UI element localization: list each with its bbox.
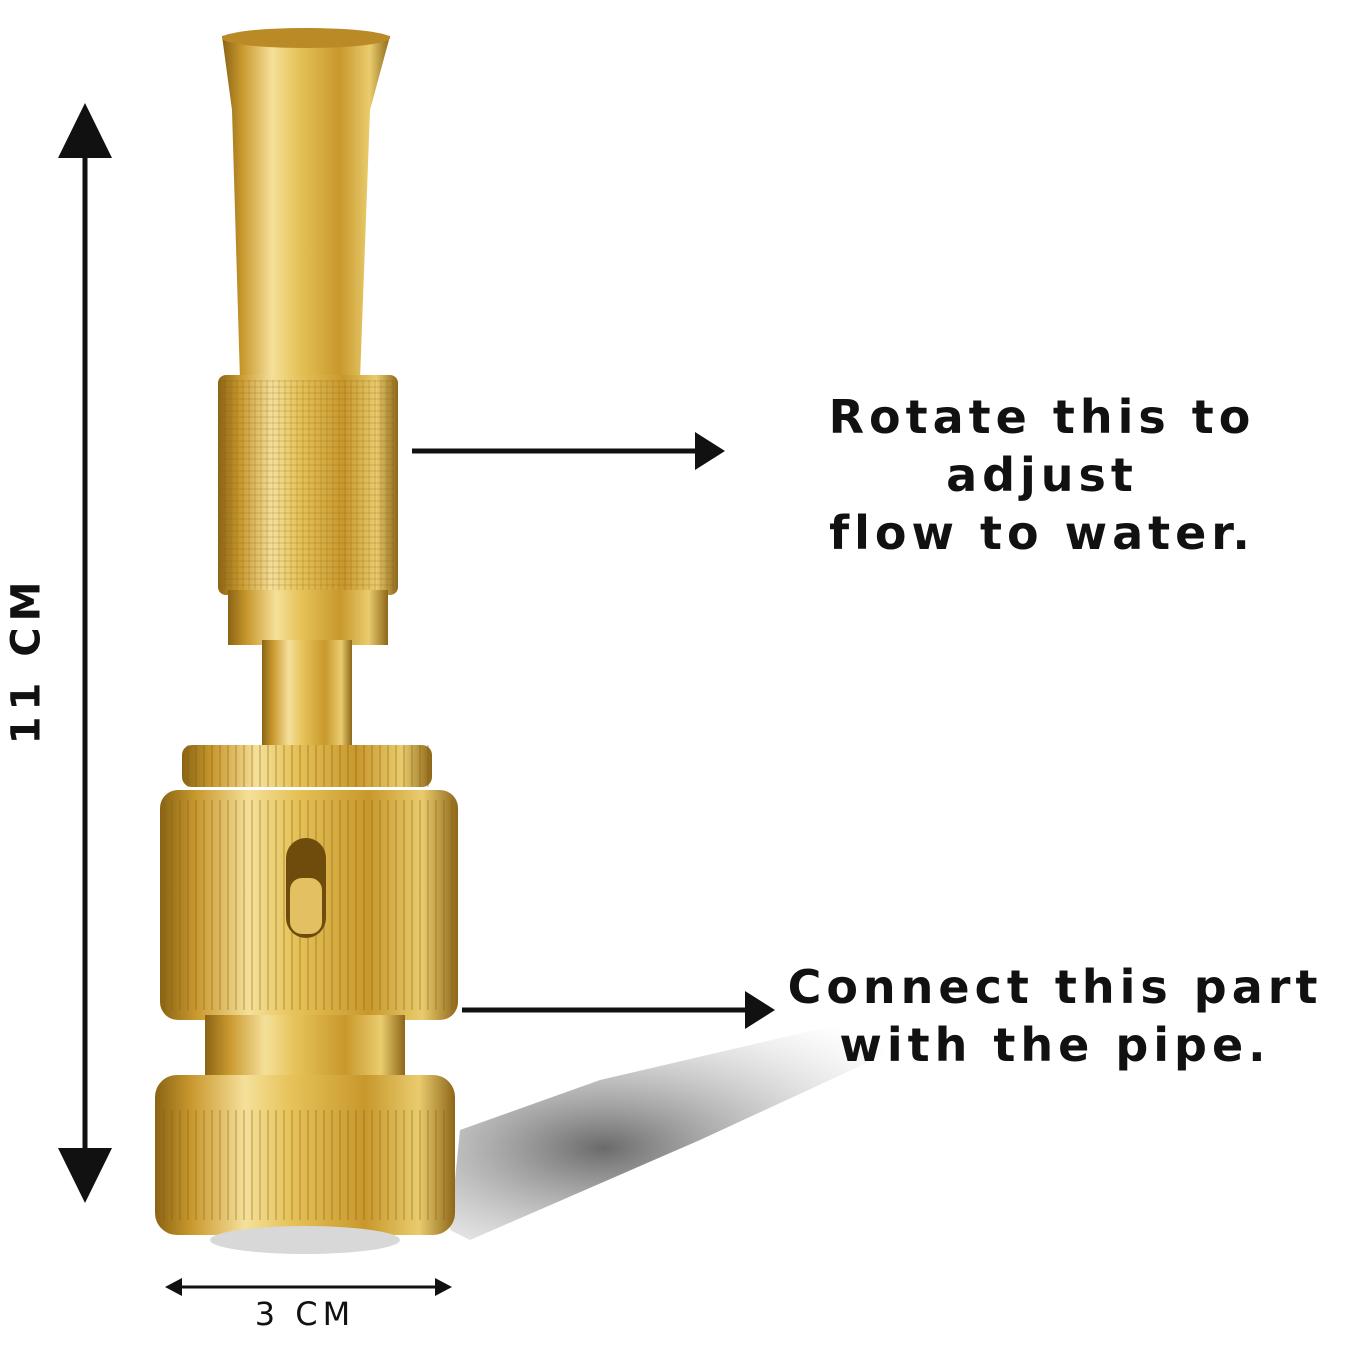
flow-adjust-callout: Rotate this to adjust flow to water.	[732, 388, 1352, 562]
sleeve-collar	[228, 590, 388, 645]
nozzle-neck	[262, 640, 352, 745]
hose-inlet	[210, 1226, 400, 1254]
width-label: 3 CM	[254, 1295, 356, 1333]
connector-waist	[205, 1015, 405, 1085]
right-arrow-icon	[462, 991, 775, 1029]
double-horizontal-arrow-icon	[165, 1278, 452, 1296]
right-arrow-icon	[412, 432, 725, 470]
product-shadow	[450, 1010, 960, 1240]
flow-callout-line1: Rotate this to adjust	[828, 390, 1256, 502]
height-label: 11 CM	[3, 575, 49, 745]
nozzle-opening	[222, 28, 390, 48]
connector-pin	[290, 878, 322, 934]
double-vertical-arrow-icon	[58, 103, 112, 1203]
height-dimension-label: 11 CM	[2, 560, 50, 760]
lock-ring-knurling	[182, 745, 432, 787]
pipe-callout-line1: Connect this part	[787, 960, 1323, 1014]
pipe-callout-line2: with the pipe.	[839, 1018, 1271, 1072]
nozzle-tip	[222, 28, 390, 380]
pipe-connect-callout: Connect this part with the pipe.	[770, 958, 1340, 1074]
flow-adjust-knurling	[222, 380, 394, 590]
flow-callout-line2: flow to water.	[829, 506, 1255, 560]
hose-coupling-knurling	[160, 1110, 450, 1220]
